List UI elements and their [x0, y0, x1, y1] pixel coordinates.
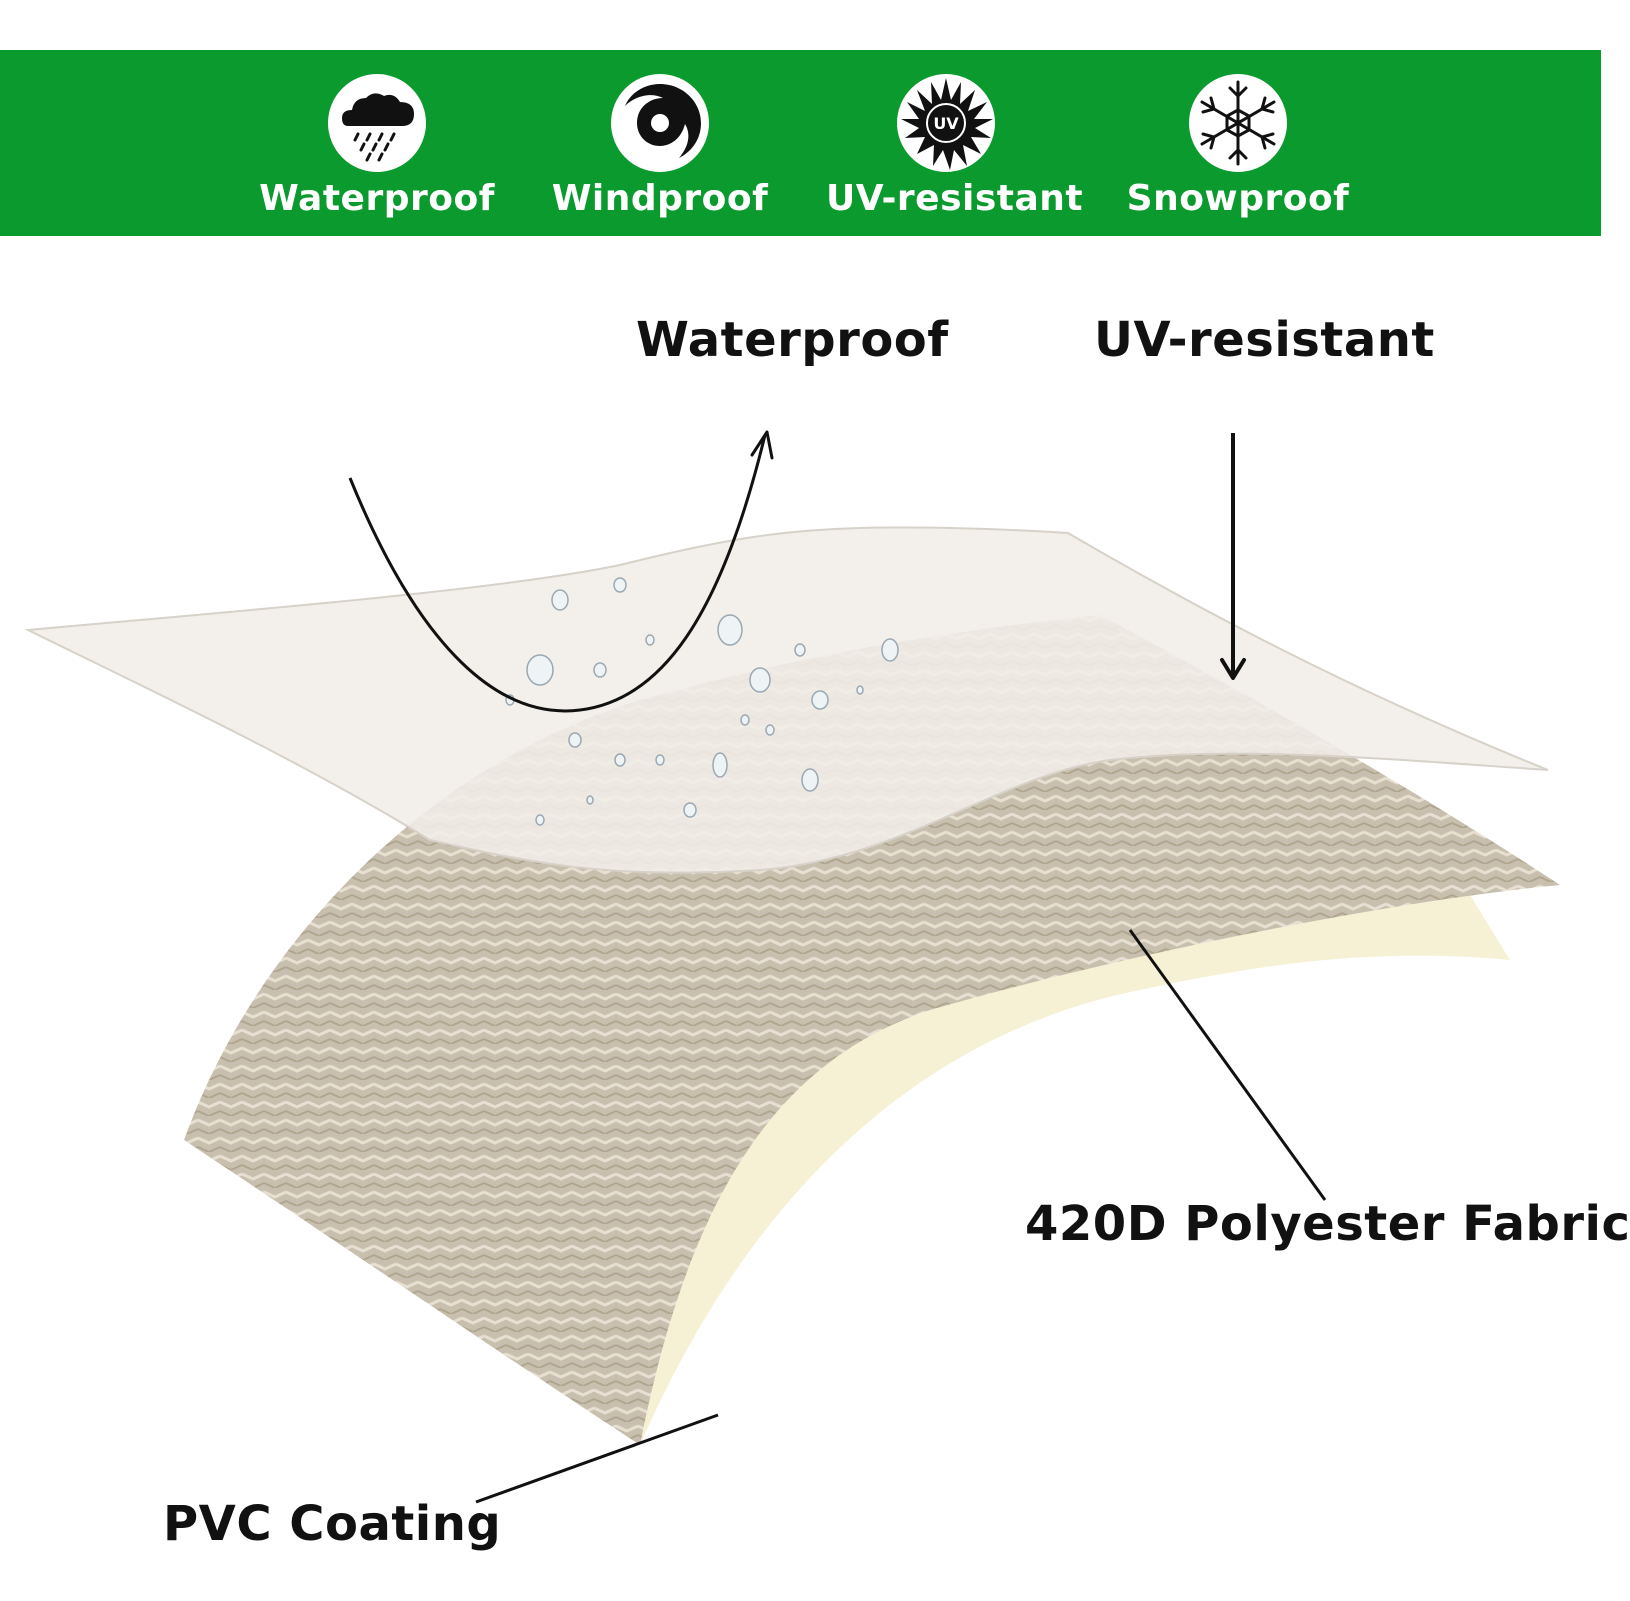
- rain-cloud-icon: [328, 74, 426, 172]
- uv-arrowhead: [1220, 658, 1246, 680]
- coating-leader-line: [475, 1413, 719, 1504]
- feature-snowproof: Snowproof: [1118, 74, 1358, 219]
- feature-waterproof: Waterproof: [257, 74, 497, 219]
- svg-text:UV: UV: [933, 114, 959, 133]
- top-film-layer: [24, 526, 1549, 874]
- feature-label: Waterproof: [259, 178, 495, 219]
- feature-label: Windproof: [551, 178, 769, 219]
- feature-label: Snowproof: [1126, 178, 1350, 219]
- feature-label: UV-resistant: [826, 178, 1084, 219]
- feature-windproof: Windproof: [540, 74, 780, 219]
- feature-banner: Waterproof Windproof UV UV-resistant: [0, 50, 1601, 236]
- fabric-leader-line: [1128, 929, 1327, 1201]
- callout-pvc-coating: PVC Coating: [163, 1496, 502, 1552]
- callout-waterproof: Waterproof: [636, 312, 949, 368]
- callout-polyester-fabric: 420D Polyester Fabric: [1025, 1196, 1630, 1252]
- water-droplets: [505, 577, 899, 826]
- waterproof-arrowhead: [750, 430, 774, 460]
- snowflake-icon: [1189, 74, 1287, 172]
- wind-swirl-icon: [611, 74, 709, 172]
- feature-uv-resistant: UV UV-resistant: [826, 74, 1084, 219]
- uv-sun-icon: UV: [897, 74, 995, 172]
- waterproof-arrow: [348, 434, 767, 713]
- callout-uv-resistant: UV-resistant: [1094, 312, 1435, 368]
